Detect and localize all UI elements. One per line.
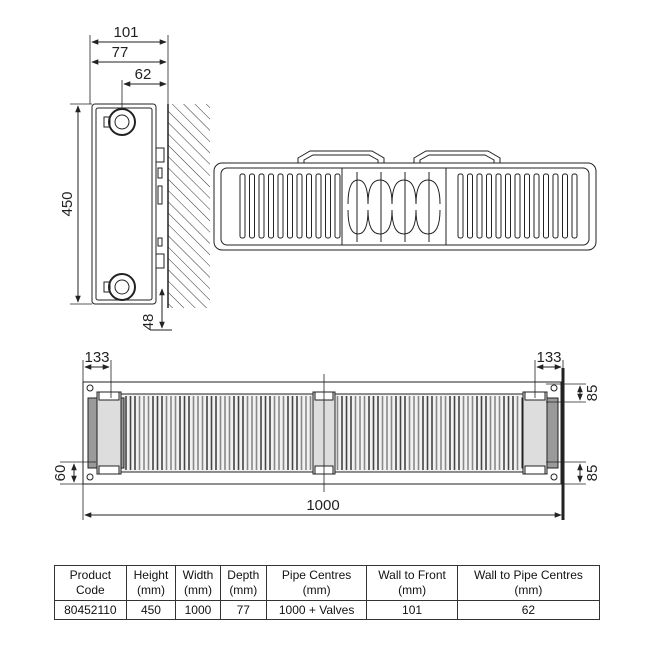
cell-wall-to-pipe-centres: 62: [456, 600, 601, 620]
fin: [533, 173, 540, 239]
header-width: Width(mm): [175, 565, 221, 601]
fin: [467, 173, 473, 239]
fin: [334, 173, 341, 239]
plug-top-left-icon: [86, 384, 94, 392]
cell-wall-to-front: 101: [366, 600, 458, 620]
fin: [268, 173, 274, 239]
header-pipe-centres: Pipe Centres(mm): [265, 565, 368, 601]
cell-pipe-centres: 1000 + Valves: [265, 600, 368, 620]
header-height: Height(mm): [125, 565, 177, 601]
plug-bottom-right-icon: [550, 473, 558, 481]
side-view: [70, 35, 210, 331]
dim-depth-front: 77: [112, 44, 129, 61]
front-bracket-left: [96, 391, 122, 475]
fin: [486, 173, 492, 239]
radiator-technical-drawing: 101 77 62 450 48: [52, 24, 601, 520]
wall-hatch: [168, 104, 210, 308]
dim-height: 450: [59, 191, 76, 216]
plug-bottom-left-icon: [86, 473, 94, 481]
fin: [562, 173, 568, 239]
fin: [315, 173, 322, 239]
cell-width: 1000: [175, 600, 221, 620]
top-bracket-left: [297, 150, 385, 163]
dim-side-left: 60: [52, 465, 69, 482]
plug-top-right-icon: [550, 384, 558, 392]
fin: [249, 173, 255, 239]
fin: [505, 173, 511, 239]
header-depth: Depth(mm): [219, 565, 267, 601]
top-bracket-right: [413, 150, 501, 163]
dim-bottom-offset: 48: [140, 314, 157, 331]
front-bracket-right: [522, 391, 548, 475]
fin: [514, 173, 521, 239]
dim-left-inset: 133: [84, 349, 109, 366]
front-view: [60, 360, 586, 520]
top-fins-left: [239, 173, 341, 239]
cell-depth: 77: [219, 600, 267, 620]
fin: [543, 173, 549, 239]
fin: [457, 173, 464, 239]
dim-pipe-offset: 62: [135, 66, 152, 83]
table-row: 80452110 450 1000 77 1000 + Valves 101 6…: [54, 600, 601, 620]
radiator-side-body: [91, 103, 157, 305]
dim-right-inset: 133: [536, 349, 561, 366]
header-wall-to-pipe-centres: Wall to Pipe Centres(mm): [456, 565, 601, 601]
header-wall-to-front: Wall to Front(mm): [366, 565, 458, 601]
fin: [287, 173, 293, 239]
fin: [296, 173, 303, 239]
fin: [325, 173, 331, 239]
convector-core: [341, 167, 447, 246]
fin: [571, 173, 578, 239]
dim-width: 1000: [306, 497, 339, 514]
cell-product-code: 80452110: [54, 600, 127, 620]
top-pipe-icon: [103, 108, 136, 136]
cell-height: 450: [125, 600, 177, 620]
top-view: [213, 150, 597, 251]
dim-side-right-top: 85: [584, 385, 601, 402]
fin: [495, 173, 502, 239]
fin: [476, 173, 483, 239]
dim-depth-total: 101: [113, 24, 138, 41]
wall-bracket-bottom: [155, 253, 165, 269]
bottom-pipe-icon: [103, 273, 136, 301]
dim-side-right-bottom: 85: [584, 465, 601, 482]
fin: [258, 173, 265, 239]
fin: [524, 173, 530, 239]
top-fins-right: [457, 173, 578, 239]
fin: [306, 173, 312, 239]
fin: [552, 173, 559, 239]
front-fins: [125, 396, 519, 470]
fin: [239, 173, 246, 239]
fin: [277, 173, 284, 239]
radiator-top-body: [213, 162, 597, 251]
wall-bracket-top: [155, 147, 165, 163]
